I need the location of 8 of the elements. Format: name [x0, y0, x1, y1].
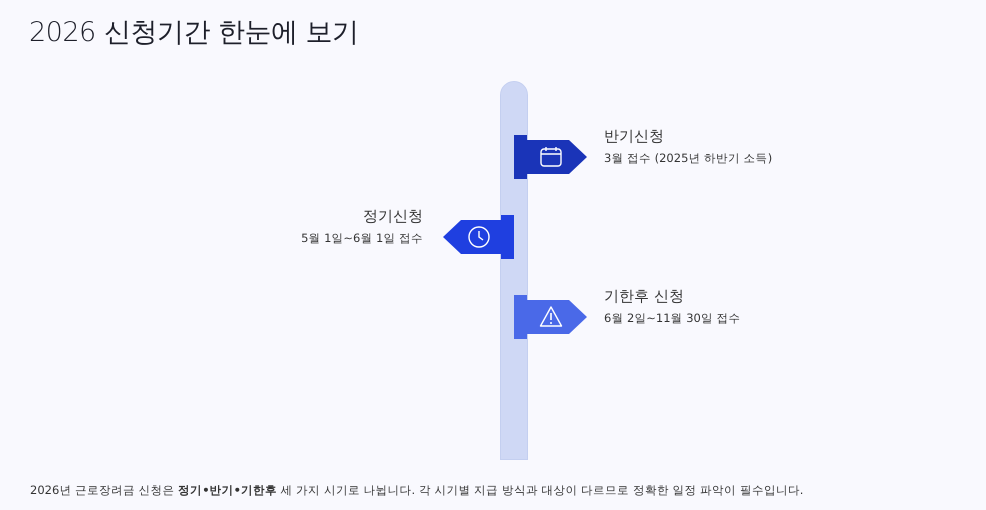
item-description: 6월 2일~11월 30일 접수 — [604, 311, 741, 326]
item-heading: 반기신청 — [604, 127, 664, 146]
item-description: 5월 1일~6월 1일 접수 — [301, 231, 423, 246]
title: 2026 신청기간 한눈에 보기 — [29, 16, 358, 50]
item-heading: 정기신청 — [363, 207, 423, 226]
caption: 2026년 근로장려금 신청은 정기•반기•기한후 세 가지 시기로 나뉩니다. 각 시기별 지급 방식과 대상이 다르므로 정확한 일정 파악이 필수입니다. — [30, 483, 804, 498]
item-description: 3월 접수 (2025년 하반기 소득) — [604, 151, 772, 166]
item-heading: 기한후 신청 — [604, 287, 684, 306]
